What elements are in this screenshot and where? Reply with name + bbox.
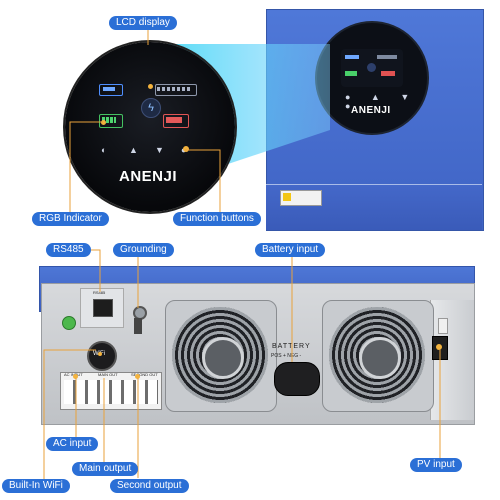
callout-pv-input: PV input bbox=[410, 458, 462, 472]
pv-input-dot bbox=[436, 344, 442, 350]
up-button-icon[interactable]: ▲ bbox=[129, 145, 138, 155]
rs485-port-frame: RS485 bbox=[80, 288, 124, 328]
rgb-indicator-dot bbox=[101, 120, 106, 125]
front-display-circle: ● ▲ ▼ ● ANENJI bbox=[317, 23, 427, 133]
rs485-port[interactable] bbox=[93, 299, 113, 317]
second-output-dot bbox=[135, 374, 140, 379]
callout-battery-input: Battery input bbox=[255, 243, 326, 257]
wifi-dot bbox=[98, 352, 102, 356]
battery-terminal-cover[interactable] bbox=[274, 362, 320, 396]
zoomed-brand-logo: ANENJI bbox=[119, 168, 178, 185]
callout-second-output: Second output bbox=[110, 479, 189, 493]
front-brand-logo: ANENJI bbox=[351, 105, 391, 116]
zoomed-display: ϟ ◐ ▲ ▼ ● ANENJI bbox=[65, 42, 235, 212]
pv-side-tab bbox=[438, 318, 448, 334]
zoomed-lcd-screen: ϟ bbox=[97, 80, 203, 134]
green-status-led bbox=[62, 316, 76, 330]
callout-lcd-display: LCD display bbox=[109, 16, 177, 30]
callout-main-output: Main output bbox=[72, 462, 139, 476]
ac-input-dot bbox=[73, 374, 78, 379]
terminal-block: AC INPUT MAIN OUT SECOND OUT bbox=[60, 372, 162, 410]
rear-right-side bbox=[430, 300, 474, 420]
front-button-row: ● ▲ ▼ ● bbox=[345, 92, 419, 111]
terminal-label-main-out: MAIN OUT bbox=[98, 372, 118, 377]
caution-sticker bbox=[280, 190, 322, 206]
callout-ac-input: AC input bbox=[46, 437, 99, 451]
battery-polarity: POS + NEG - bbox=[271, 353, 302, 359]
rs485-port-label: RS485 bbox=[93, 290, 106, 295]
callout-function-buttons: Function buttons bbox=[173, 212, 261, 226]
wifi-module[interactable]: WiFi bbox=[87, 341, 117, 371]
callout-builtin-wifi: Built-In WiFi bbox=[2, 479, 70, 493]
callout-rgb-indicator: RGB Indicator bbox=[32, 212, 109, 226]
left-fan bbox=[165, 300, 277, 412]
terminal-label-second-out: SECOND OUT bbox=[131, 372, 158, 377]
lightning-icon: ϟ bbox=[141, 98, 161, 118]
right-fan bbox=[322, 300, 434, 412]
grounding-terminal bbox=[134, 318, 142, 334]
top-orange-dot bbox=[148, 84, 153, 89]
callout-grounding: Grounding bbox=[113, 243, 174, 257]
function-button-dot bbox=[183, 146, 189, 152]
down-button-icon[interactable]: ▼ bbox=[155, 145, 164, 155]
front-lcd-screen bbox=[341, 49, 403, 87]
power-button-icon[interactable]: ◐ bbox=[101, 145, 107, 155]
battery-label: BATTERY bbox=[272, 343, 311, 350]
terminal-screws[interactable] bbox=[64, 380, 158, 404]
callout-rs485: RS485 bbox=[46, 243, 91, 257]
